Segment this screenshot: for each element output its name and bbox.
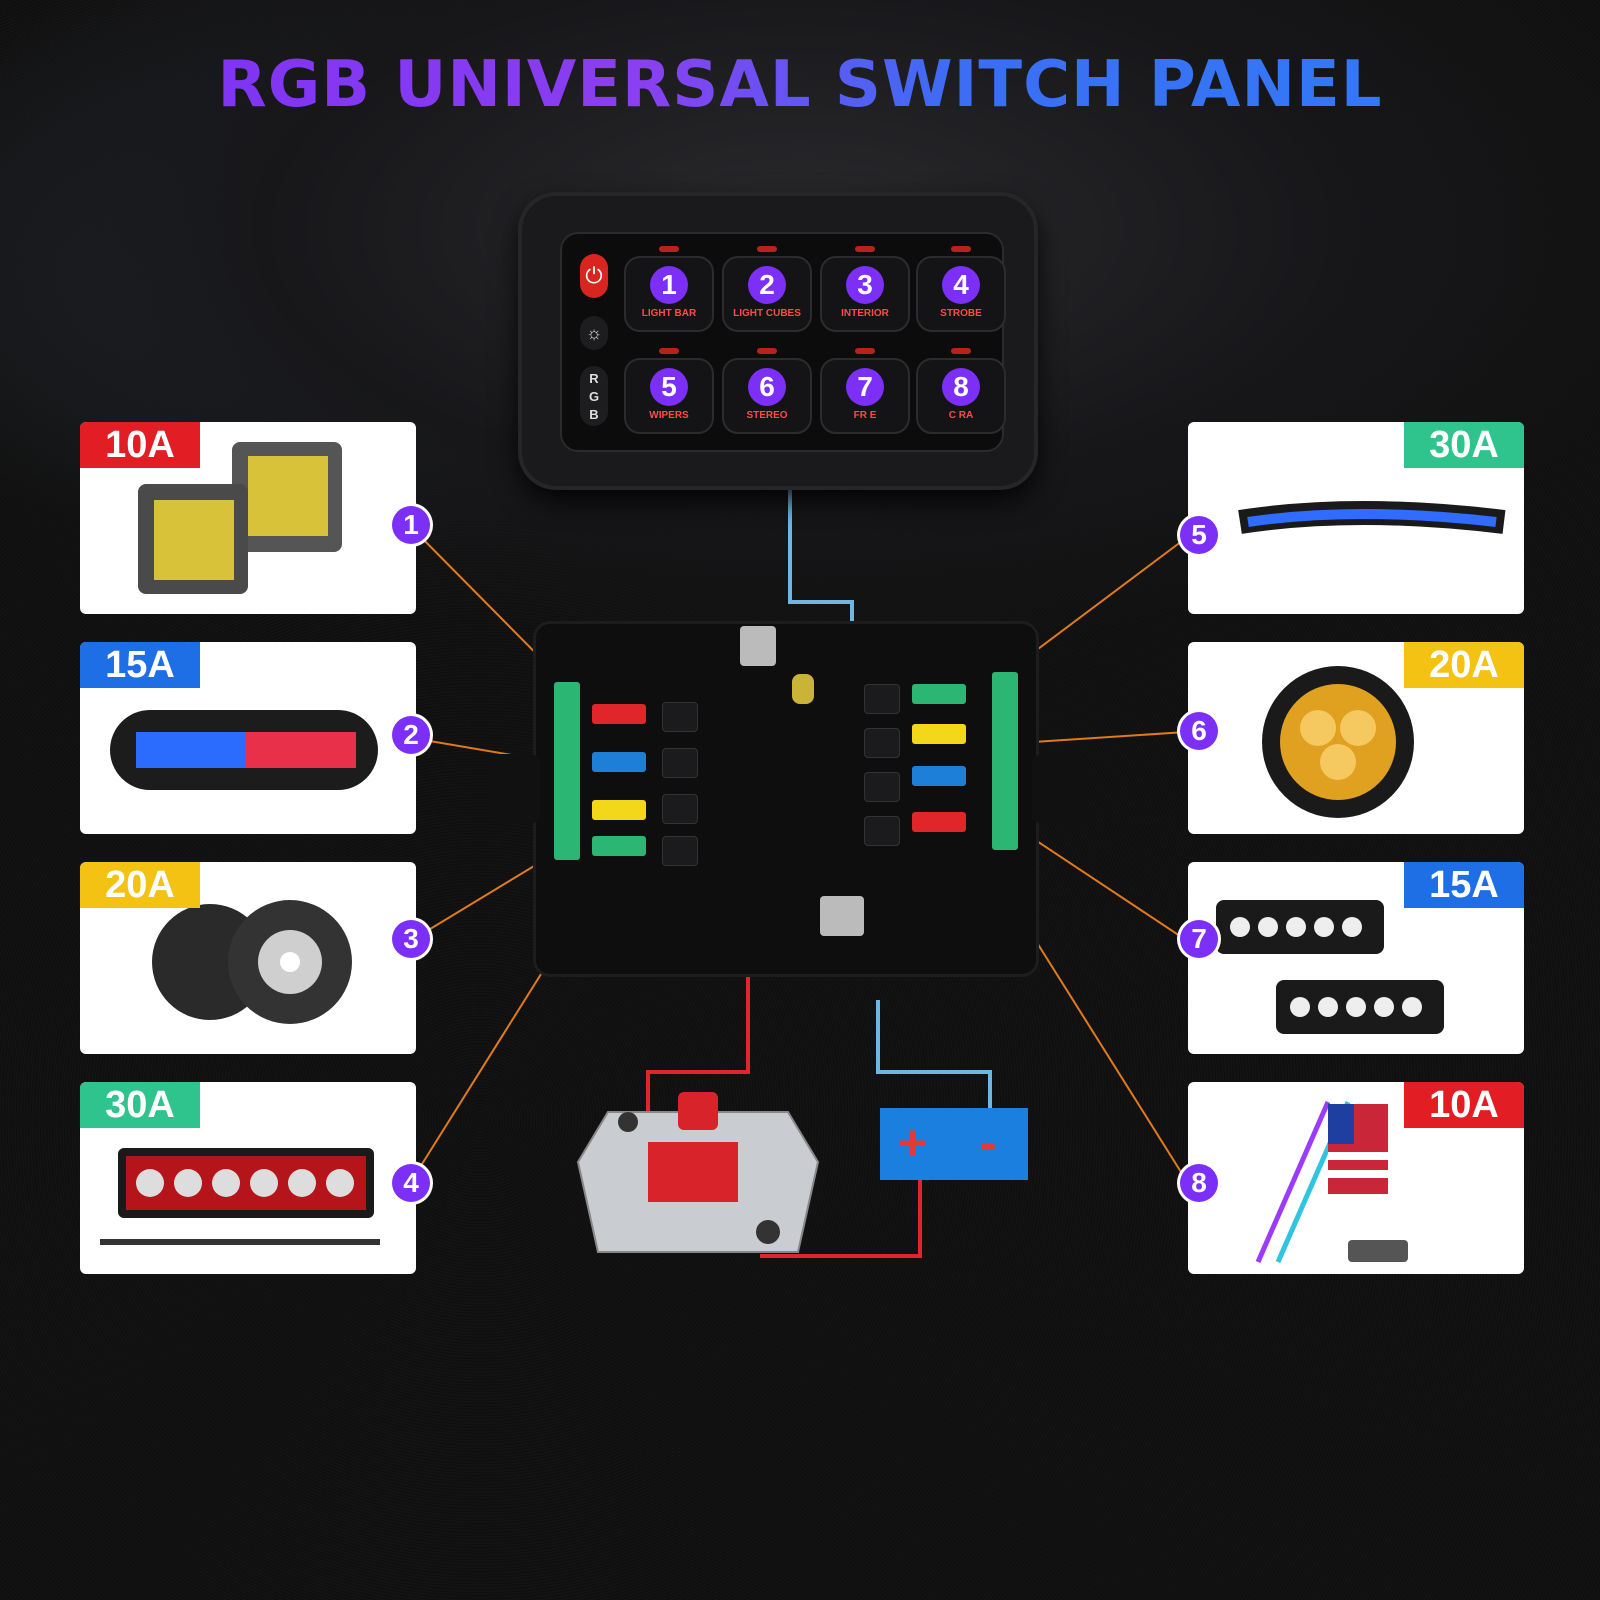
- circuit-breaker: [576, 1092, 820, 1253]
- switch-label: STROBE: [940, 308, 982, 319]
- ground-stud: [820, 896, 864, 936]
- switch-indicator-led: [855, 348, 875, 354]
- amp-badge: 15A: [80, 642, 200, 688]
- mounting-ear: [490, 754, 540, 824]
- light-bar-red-icon: [100, 1148, 380, 1245]
- switch-number: 5: [650, 368, 688, 406]
- switch-indicator-led: [951, 348, 971, 354]
- battery-positive-sign: +: [898, 1115, 928, 1171]
- amp-badge: 20A: [80, 862, 200, 908]
- product-card-8: 10A: [1188, 1082, 1524, 1274]
- product-card-6: 20A: [1188, 642, 1524, 834]
- terminal-block-right: [992, 672, 1018, 850]
- power-button[interactable]: ⏻: [580, 254, 608, 298]
- callout-3: 3: [392, 920, 430, 958]
- switch-number: 2: [748, 266, 786, 304]
- amp-badge: 30A: [1404, 422, 1524, 468]
- switch-number: 1: [650, 266, 688, 304]
- relay-slot: [864, 684, 900, 714]
- switch-7[interactable]: 7 FR E: [820, 348, 910, 434]
- switch-number: 6: [748, 368, 786, 406]
- battery-negative-sign: -: [980, 1115, 997, 1171]
- switch-label: C RA: [948, 410, 974, 421]
- terminal-block-left: [554, 682, 580, 860]
- relay-slot: [864, 772, 900, 802]
- product-card-5: 30A: [1188, 422, 1524, 614]
- fuse-15a: [912, 766, 966, 786]
- cube-lights-icon: [138, 442, 342, 594]
- product-card-7: 15A: [1188, 862, 1524, 1054]
- battery-terminal: + -: [880, 1108, 1028, 1180]
- fuse-10a: [912, 812, 966, 832]
- fuse-20a: [592, 800, 646, 820]
- capacitor: [792, 674, 814, 704]
- callout-7: 7: [1180, 920, 1218, 958]
- switch-indicator-led: [659, 348, 679, 354]
- switch-2[interactable]: 2 LIGHT CUBES: [722, 246, 812, 332]
- fuse-30a: [592, 836, 646, 856]
- curved-light-bar-icon: [1238, 501, 1506, 534]
- switch-indicator-led: [659, 246, 679, 252]
- product-card-1: 10A: [80, 422, 416, 614]
- callout-8: 8: [1180, 1164, 1218, 1202]
- fuse-30a: [912, 684, 966, 704]
- switch-label: INTERIOR: [841, 308, 889, 319]
- switch-number: 7: [846, 368, 884, 406]
- fuse-20a: [912, 724, 966, 744]
- switch-indicator-led: [757, 348, 777, 354]
- relay-slot: [662, 794, 698, 824]
- amp-badge: 15A: [1404, 862, 1524, 908]
- amp-badge: 10A: [80, 422, 200, 468]
- switch-number: 4: [942, 266, 980, 304]
- brightness-button[interactable]: ☼: [580, 316, 608, 350]
- fuse-10a: [592, 704, 646, 724]
- callout-1: 1: [392, 506, 430, 544]
- switch-8[interactable]: 8 C RA: [916, 348, 1006, 434]
- switch-label: FR E: [853, 410, 877, 421]
- callout-5: 5: [1180, 516, 1218, 554]
- product-card-3: 20A: [80, 862, 416, 1054]
- switch-label: LIGHT BAR: [641, 308, 697, 319]
- switch-number: 8: [942, 368, 980, 406]
- mounting-ear: [1032, 754, 1082, 824]
- strobe-bar-icon: [110, 710, 378, 790]
- switch-3[interactable]: 3 INTERIOR: [820, 246, 910, 332]
- work-lights-icon: [1216, 900, 1444, 1034]
- callout-6: 6: [1180, 712, 1218, 750]
- switch-label: LIGHT CUBES: [733, 308, 801, 319]
- switch-6[interactable]: 6 STEREO: [722, 348, 812, 434]
- fuse-relay-box: [490, 624, 1082, 974]
- switch-label: WIPERS: [649, 410, 689, 421]
- switch-indicator-led: [951, 246, 971, 252]
- round-amber-light-icon: [1262, 666, 1414, 818]
- product-card-4: 30A: [80, 1082, 416, 1274]
- fuse-15a: [592, 752, 646, 772]
- round-pods-icon: [152, 900, 352, 1024]
- relay-slot: [662, 702, 698, 732]
- switch-4[interactable]: 4 STROBE: [916, 246, 1006, 332]
- whip-lights-icon: [1255, 1100, 1408, 1264]
- switch-indicator-led: [757, 246, 777, 252]
- switch-label: STEREO: [746, 410, 788, 421]
- relay-slot: [864, 816, 900, 846]
- amp-badge: 10A: [1404, 1082, 1524, 1128]
- relay-slot: [662, 748, 698, 778]
- callout-4: 4: [392, 1164, 430, 1202]
- switch-1[interactable]: 1 LIGHT BAR: [624, 246, 714, 332]
- switch-5[interactable]: 5 WIPERS: [624, 348, 714, 434]
- page-title: RGB UNIVERSAL SWITCH PANEL: [0, 48, 1600, 122]
- relay-slot: [864, 728, 900, 758]
- amp-badge: 30A: [80, 1082, 200, 1128]
- product-card-2: 15A: [80, 642, 416, 834]
- switch-number: 3: [846, 266, 884, 304]
- power-stud: [740, 626, 776, 666]
- relay-slot: [662, 836, 698, 866]
- amp-badge: 20A: [1404, 642, 1524, 688]
- switch-indicator-led: [855, 246, 875, 252]
- callout-2: 2: [392, 716, 430, 754]
